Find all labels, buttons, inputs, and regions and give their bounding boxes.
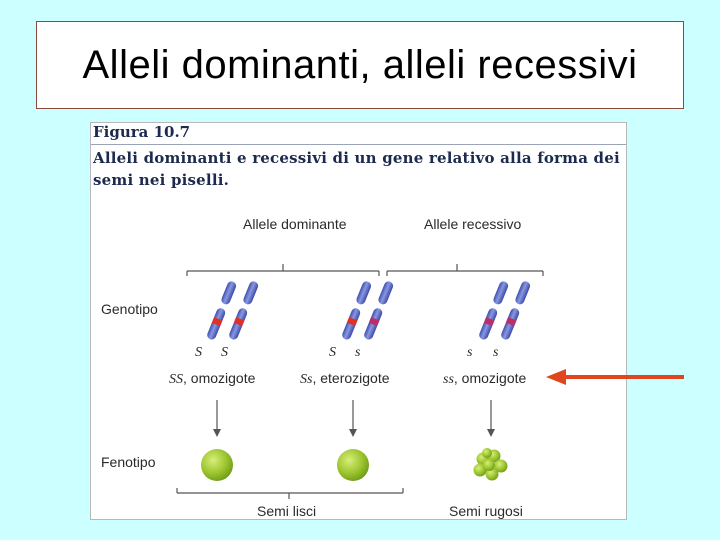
label-allele-recessive: Allele recessivo [424,215,521,233]
chromosome-pair-ss-hetero [341,280,395,341]
label-phenotype-smooth: Semi lisci [257,503,316,519]
genotype-label-ss-recessive: ss, omozigote [443,370,526,388]
figure-panel: Figura 10.7 Alleli dominanti e recessivi… [90,122,627,520]
phenotype-bracket [177,488,403,499]
genotype-desc: , omozigote [183,370,255,386]
dominant-bracket [187,264,379,276]
genetics-diagram [91,123,627,520]
allele-letter: s [493,345,498,361]
allele-letter: S [329,345,336,361]
genotype-symbol: SS [169,372,183,387]
genotype-symbol: Ss [300,372,312,387]
label-genotype: Genotipo [101,301,158,317]
genotype-symbol: ss [443,372,454,387]
seed-smooth-1 [201,449,233,481]
label-phenotype-wrinkled: Semi rugosi [449,503,523,519]
genotype-desc: , omozigote [454,370,526,386]
genotype-label-ss-homozygous: SS, omozigote [169,370,255,388]
allele-letter: S [221,345,228,361]
seed-smooth-2 [337,449,369,481]
label-phenotype: Fenotipo [101,454,155,470]
slide-title: Alleli dominanti, alleli recessivi [83,43,638,88]
genotype-to-phenotype-arrows [213,400,495,437]
genotype-desc: , eterozigote [312,370,389,386]
chromosome-pair-ss-dominant [206,280,260,341]
allele-letter: s [355,345,360,361]
slide-title-box: Alleli dominanti, alleli recessivi [36,21,684,109]
allele-letter: s [467,345,472,361]
allele-letter: S [195,345,202,361]
recessive-bracket [387,264,543,276]
label-allele-dominant: Allele dominante [243,215,347,233]
chromosome-pair-ss-recessive [478,280,532,341]
seed-wrinkled [474,448,508,481]
genotype-label-ss-heterozygous: Ss, eterozigote [300,370,390,388]
